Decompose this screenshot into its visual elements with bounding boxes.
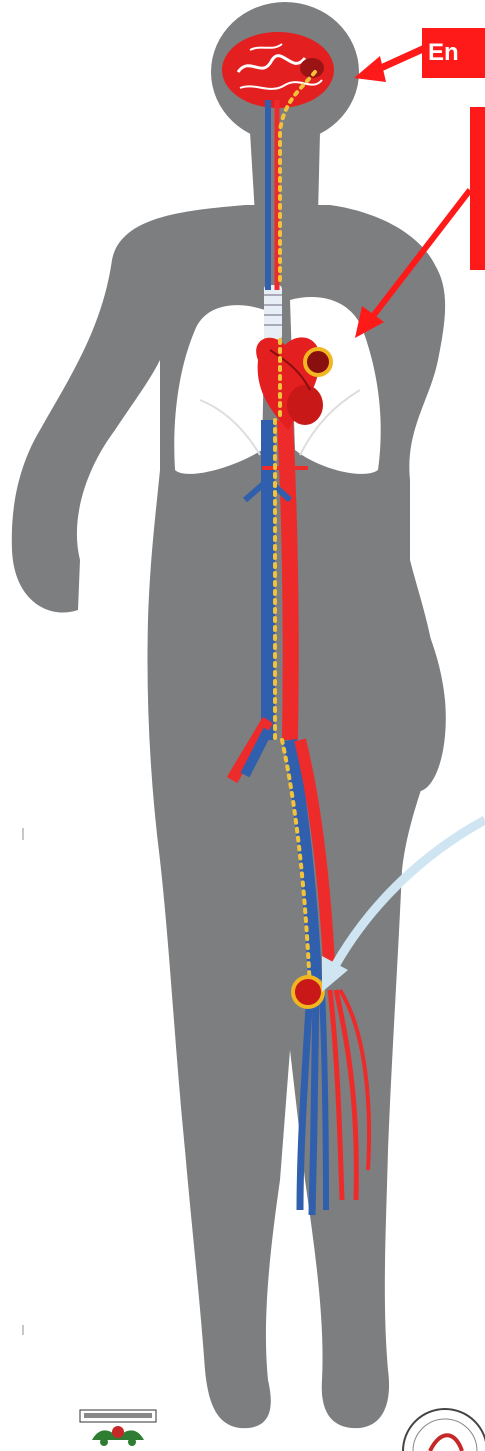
crest-logo-icon: [80, 1410, 156, 1446]
right-red-label-bar: [470, 107, 485, 270]
trachea: [264, 285, 282, 340]
lung-embolus-ring: [305, 349, 331, 375]
edge-tick-mark: [22, 828, 24, 840]
top-right-label-text: En: [428, 39, 459, 66]
edge-tick-mark: [22, 1325, 24, 1335]
brain-icon: [222, 32, 334, 108]
body-silhouette: [12, 2, 446, 1428]
arrow-to-brain: [354, 48, 425, 82]
leg-thrombus-ring: [293, 977, 323, 1007]
society-seal-icon: [403, 1409, 485, 1451]
top-right-label-box: En: [422, 28, 485, 78]
